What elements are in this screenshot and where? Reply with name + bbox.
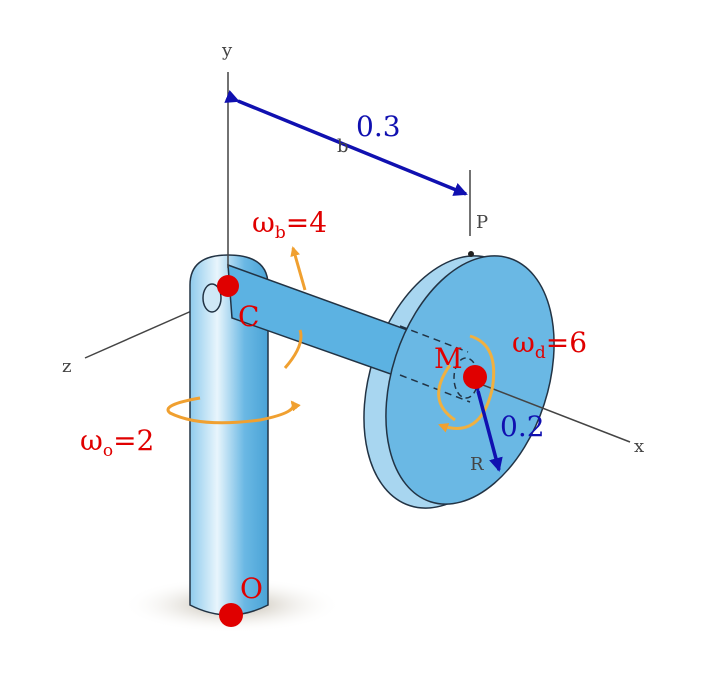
point-c-label: C [238,300,259,333]
omega-symbol: ω [80,424,103,457]
r-value: 0.2 [500,410,545,443]
vertical-column [189,254,269,616]
z-axis-label: z [62,356,71,377]
b-value: 0.3 [356,110,401,143]
omega-o-arrow [166,396,301,425]
point-c [217,275,239,297]
shaft-hidden-edge [399,325,471,403]
y-axis-label: y [221,40,233,61]
column-pin-hole [202,283,222,313]
point-o-label: O [240,572,263,605]
omega-value: =6 [546,326,587,359]
omega-o-label: ωo=2 [80,424,154,461]
point-o [219,603,243,627]
x-axis-label: x [634,436,644,457]
r-dimension-arrow [468,377,503,472]
omega-subscript: o [103,441,113,461]
point-p-label: P [476,212,488,233]
omega-subscript: d [535,343,546,363]
omega-value: =4 [286,206,327,239]
omega-subscript: b [275,223,286,243]
omega-d-label: ωd=6 [512,326,587,363]
omega-symbol: ω [252,206,275,239]
r-label: R [470,454,484,475]
point-m-label: M [434,342,463,375]
b-dimension-arrow [224,89,468,196]
point-p-marker [468,251,474,257]
omega-value: =2 [113,424,154,457]
point-m [463,365,487,389]
omega-symbol: ω [512,326,535,359]
omega-b-arrow [285,248,307,369]
omega-b-label: ωb=4 [252,206,327,243]
b-label: b [337,136,349,157]
